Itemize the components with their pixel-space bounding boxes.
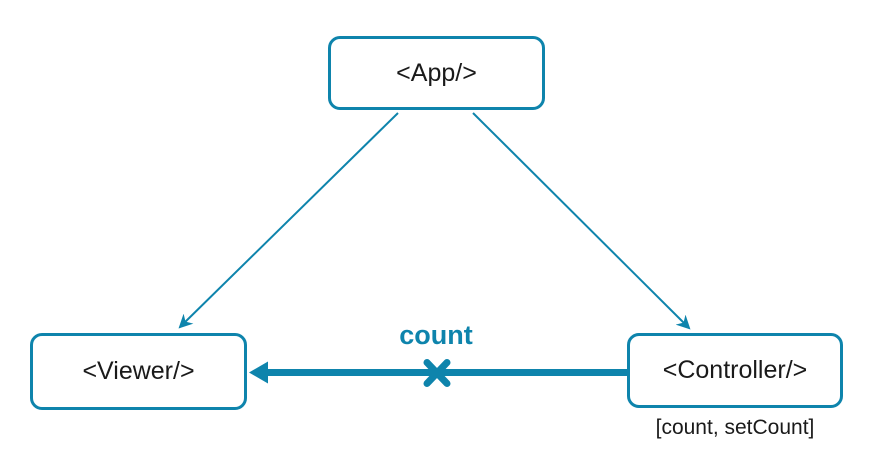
node-controller: <Controller/> bbox=[627, 333, 843, 408]
node-viewer-label: <Viewer/> bbox=[82, 357, 195, 385]
node-app-label: <App/> bbox=[396, 58, 477, 87]
node-app: <App/> bbox=[328, 36, 545, 110]
edge-app-to-viewer bbox=[178, 112, 399, 329]
thick-arrowhead bbox=[249, 361, 268, 384]
node-viewer: <Viewer/> bbox=[30, 333, 247, 410]
controller-state-annotation: [count, setCount] bbox=[655, 416, 815, 439]
edge-app-to-controller bbox=[472, 112, 691, 330]
edge-count-label: count bbox=[399, 320, 473, 350]
node-controller-label: <Controller/> bbox=[662, 356, 808, 384]
cross-icon bbox=[423, 359, 451, 387]
